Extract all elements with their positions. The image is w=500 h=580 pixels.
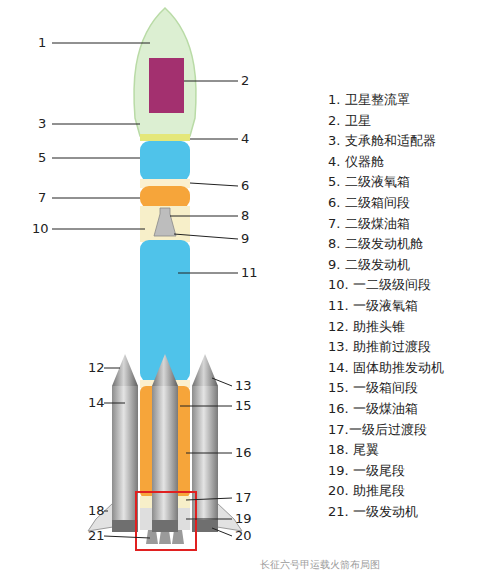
part-name: 19. 一级尾段	[328, 463, 405, 479]
callout-number: 18	[88, 503, 105, 519]
callout-number: 16	[235, 445, 252, 461]
callout-number: 6	[241, 178, 249, 194]
part-name: 9. 二级发动机	[328, 257, 410, 273]
caption: 长征六号甲运载火箭布局图	[260, 557, 380, 573]
part-name: 5. 二级液氧箱	[328, 174, 410, 190]
callout-number: 12	[88, 360, 105, 376]
part-name: 17.一级后过渡段	[328, 422, 427, 438]
callout-number: 19	[235, 511, 252, 527]
callout-number: 13	[235, 378, 252, 394]
callout-number: 14	[88, 395, 105, 411]
part-name: 16. 一级煤油箱	[328, 401, 418, 417]
part-name: 12. 助推头锥	[328, 319, 405, 335]
part-name: 6. 二级箱间段	[328, 195, 410, 211]
callout-number: 17	[235, 490, 252, 506]
part-name: 20. 助推尾段	[328, 483, 405, 499]
callout-number: 20	[235, 528, 252, 544]
callout-number: 3	[38, 116, 46, 132]
part-name: 14. 固体助推发动机	[328, 360, 444, 376]
part-name: 7. 二级煤油箱	[328, 216, 410, 232]
part-name: 18. 尾翼	[328, 442, 379, 458]
callout-number: 21	[88, 528, 105, 544]
callout-number: 8	[241, 208, 249, 224]
part-name: 13. 助推前过渡段	[328, 339, 431, 355]
part-name: 10. 一二级级间段	[328, 277, 431, 293]
callout-number: 5	[38, 150, 46, 166]
callout-number: 1	[38, 35, 46, 51]
part-name: 2. 卫星	[328, 113, 371, 129]
part-name: 3. 支承舱和适配器	[328, 133, 436, 149]
callout-number: 7	[38, 190, 46, 206]
part-name: 1. 卫星整流罩	[328, 92, 410, 108]
callout-number: 15	[235, 398, 252, 414]
part-name: 21. 一级发动机	[328, 504, 418, 520]
part-name: 11. 一级液氧箱	[328, 298, 418, 314]
callout-number: 4	[241, 131, 249, 147]
callout-number: 9	[241, 231, 249, 247]
part-name: 8. 二级发动机舱	[328, 236, 423, 252]
callout-number: 10	[32, 221, 49, 237]
part-name: 4. 仪器舱	[328, 154, 384, 170]
callout-number: 2	[241, 73, 249, 89]
part-name: 15. 一级箱间段	[328, 380, 418, 396]
callout-number: 11	[241, 265, 258, 281]
